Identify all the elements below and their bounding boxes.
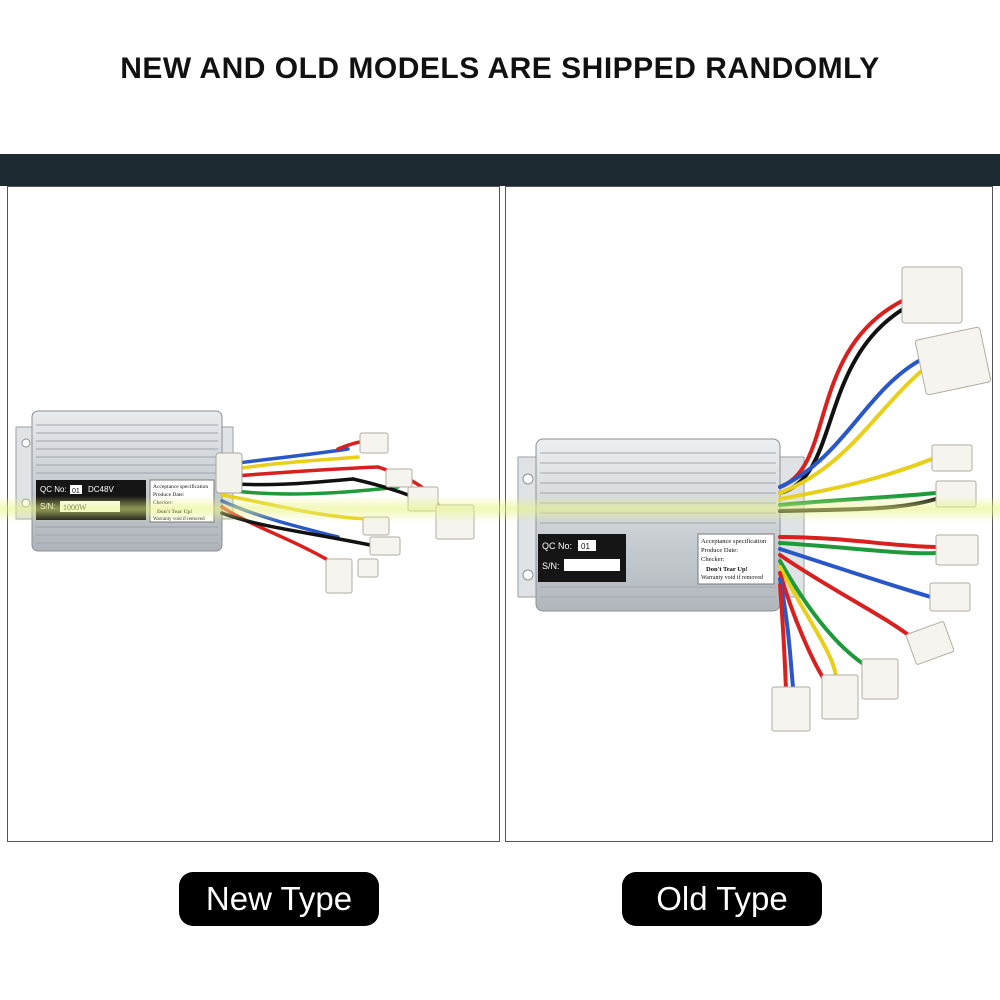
new-type-label: New Type <box>179 872 379 926</box>
old-type-panel: QC No: 01 S/N: Acceptance specification … <box>505 186 993 842</box>
old-type-label: Old Type <box>622 872 822 926</box>
new-type-panel: QC No: 01 DC48V S/N: 1000W Acceptance sp… <box>7 186 500 842</box>
new-controller-illustration: QC No: 01 DC48V S/N: 1000W Acceptance sp… <box>15 410 475 594</box>
warning-text-1: Don't Tear Up! <box>157 509 193 515</box>
acceptance-sticker <box>697 533 775 585</box>
acceptance-text: Acceptance specification <box>153 483 208 490</box>
controller-body <box>535 438 781 612</box>
sn-prefix: S/N: <box>40 502 56 511</box>
warning-text-1: Don't Tear Up! <box>706 566 748 573</box>
qc-value: 01 <box>72 488 80 495</box>
sn-prefix: S/N: <box>542 561 560 571</box>
top-bar <box>0 154 1000 186</box>
checker-text: Checker: <box>701 556 725 563</box>
warning-text-2: Warranty void if removed <box>153 517 205 522</box>
headline: NEW AND OLD MODELS ARE SHIPPED RANDOMLY <box>120 52 880 85</box>
wire-connectors <box>771 266 992 732</box>
wire-harness <box>220 440 440 561</box>
qc-prefix: QC No: <box>40 485 67 494</box>
acceptance-text: Acceptance specification <box>701 538 767 545</box>
sn-value: 1000W <box>63 503 87 512</box>
voltage-rating: DC48V <box>88 485 114 494</box>
warning-text-2: Warranty void if removed <box>701 574 763 581</box>
produce-date-text: Produce Date: <box>701 547 738 554</box>
checker-text: Checker: <box>153 500 173 506</box>
old-controller-illustration: QC No: 01 S/N: Acceptance specification … <box>517 266 992 732</box>
produce-date-text: Produce Date: <box>153 492 185 498</box>
qc-value: 01 <box>581 542 590 551</box>
qc-prefix: QC No: <box>542 541 572 551</box>
